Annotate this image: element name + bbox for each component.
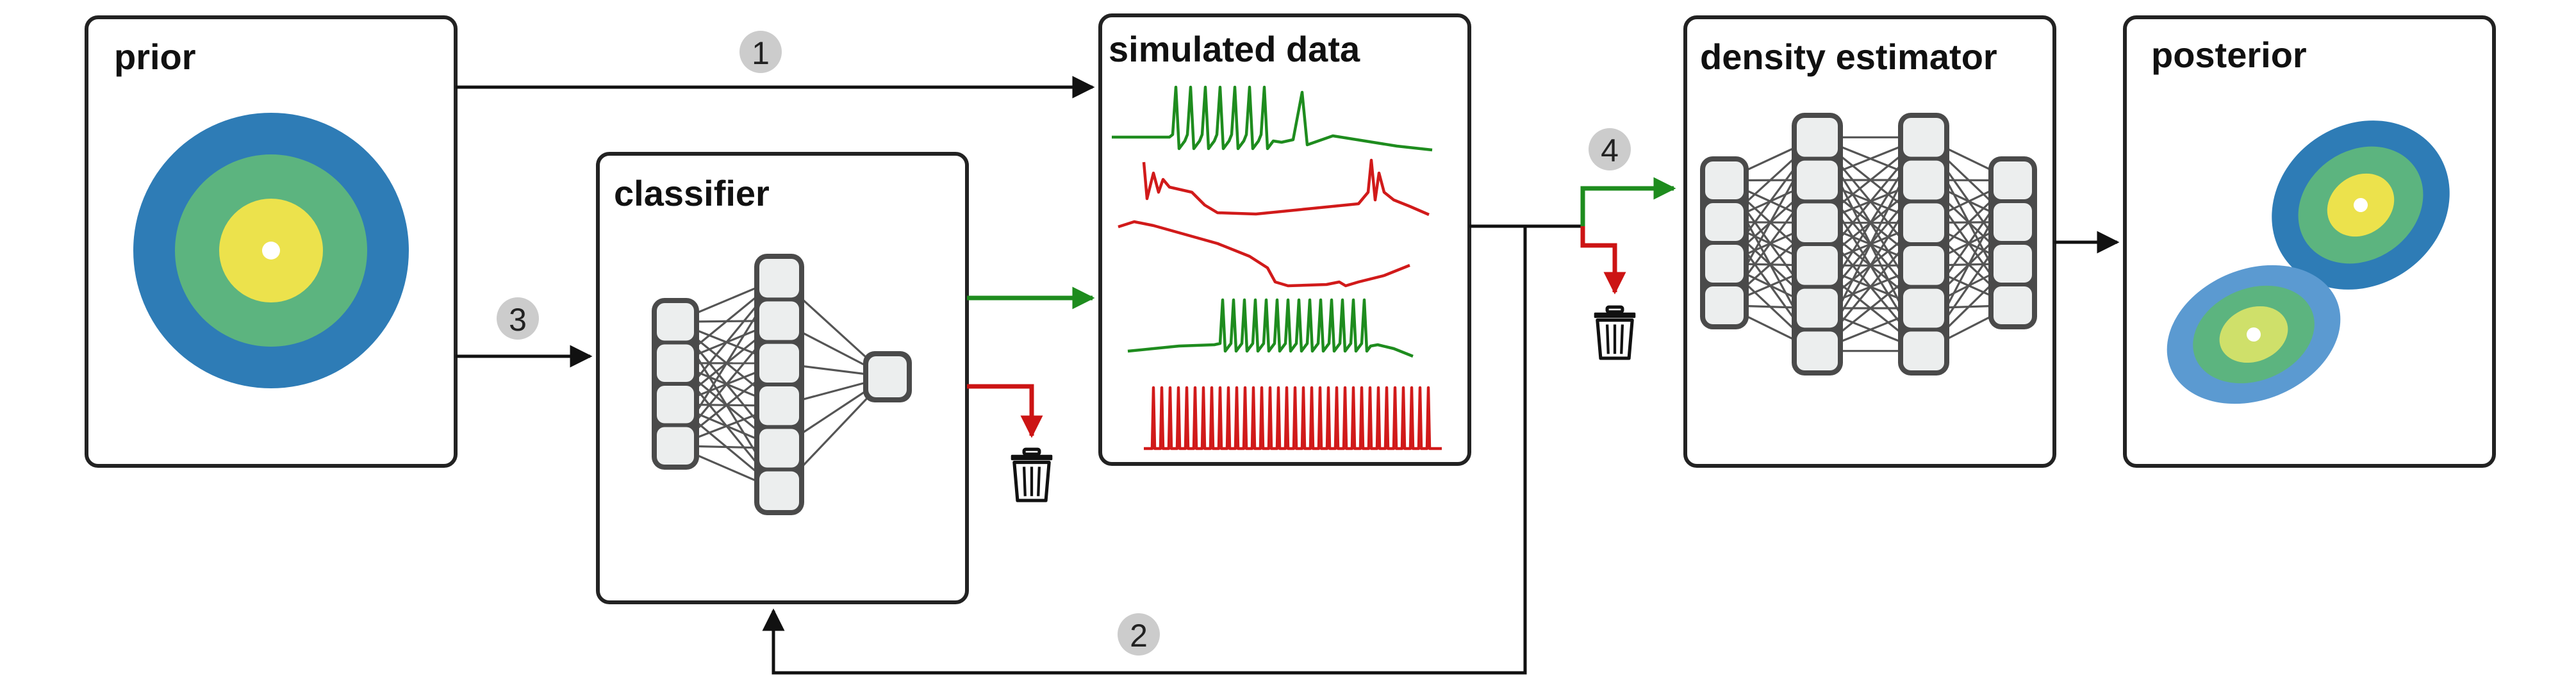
prior-box: prior bbox=[85, 15, 458, 468]
svg-text:4: 4 bbox=[1601, 133, 1619, 169]
network-node bbox=[657, 303, 694, 341]
posterior-box: posterior bbox=[2123, 15, 2496, 468]
step-badge-1: 1 bbox=[739, 31, 782, 73]
network-node bbox=[1797, 246, 1838, 285]
svg-text:2: 2 bbox=[1130, 618, 1148, 654]
network-node bbox=[759, 386, 799, 425]
network-node bbox=[1994, 286, 2032, 324]
network-node bbox=[1797, 288, 1838, 328]
network-node bbox=[1705, 245, 1744, 283]
prior-title: prior bbox=[114, 37, 196, 77]
network-node bbox=[1903, 288, 1944, 328]
posterior-title: posterior bbox=[2151, 35, 2307, 75]
trace-accepted-1 bbox=[1112, 85, 1433, 152]
step-badge-4: 4 bbox=[1589, 128, 1631, 170]
network-node bbox=[1903, 331, 1944, 370]
svg-text:3: 3 bbox=[509, 302, 527, 338]
network-node bbox=[1903, 246, 1944, 285]
network-node bbox=[1994, 245, 2032, 283]
network-node bbox=[1797, 203, 1838, 242]
network-node bbox=[1797, 118, 1838, 157]
simulated-data-box: simulated data bbox=[1098, 13, 1471, 466]
network-node bbox=[759, 429, 799, 468]
step-badge-2: 2 bbox=[1118, 613, 1160, 656]
classifier-box: classifier bbox=[596, 152, 969, 604]
network-node bbox=[1903, 160, 1944, 200]
trash-icon bbox=[1011, 449, 1053, 500]
network-node bbox=[759, 259, 799, 298]
simulated-data-title: simulated data bbox=[1109, 29, 1360, 69]
density-network bbox=[1700, 113, 2037, 376]
prior-distribution bbox=[133, 113, 409, 388]
arrow-simulated-out bbox=[762, 224, 1583, 675]
arrow-classifier-reject bbox=[967, 384, 1043, 438]
network-node bbox=[657, 344, 694, 382]
classifier-title: classifier bbox=[614, 173, 770, 213]
network-node bbox=[1994, 203, 2032, 241]
classifier-network bbox=[652, 254, 912, 515]
density-estimator-box: density estimator bbox=[1683, 15, 2056, 468]
network-node bbox=[1705, 286, 1744, 324]
network-node bbox=[868, 356, 907, 397]
network-node bbox=[1797, 331, 1838, 370]
trace-accepted-2 bbox=[1127, 298, 1414, 358]
trace-rejected-2 bbox=[1118, 220, 1410, 288]
arrow-density-reject bbox=[1580, 226, 1626, 295]
network-node bbox=[759, 301, 799, 340]
network-node bbox=[1903, 118, 1944, 157]
network-node bbox=[1797, 160, 1838, 200]
network-node bbox=[759, 343, 799, 383]
network-node bbox=[657, 386, 694, 424]
network-node bbox=[1994, 161, 2032, 199]
network-node bbox=[1903, 203, 1944, 242]
network-node bbox=[1705, 161, 1744, 199]
density-estimator-title: density estimator bbox=[1700, 37, 1997, 77]
trash-icon bbox=[1594, 307, 1636, 358]
trace-rejected-3 bbox=[1144, 386, 1442, 450]
network-node bbox=[1705, 203, 1744, 241]
svg-text:1: 1 bbox=[752, 35, 770, 71]
posterior-mode-upper bbox=[2272, 120, 2450, 290]
posterior-mode-lower bbox=[2167, 265, 2341, 404]
step-badge-3: 3 bbox=[497, 297, 539, 340]
network-node bbox=[657, 427, 694, 465]
network-node bbox=[759, 471, 799, 510]
trace-rejected-1 bbox=[1142, 158, 1430, 217]
arrow-density-accept bbox=[1580, 177, 1676, 226]
